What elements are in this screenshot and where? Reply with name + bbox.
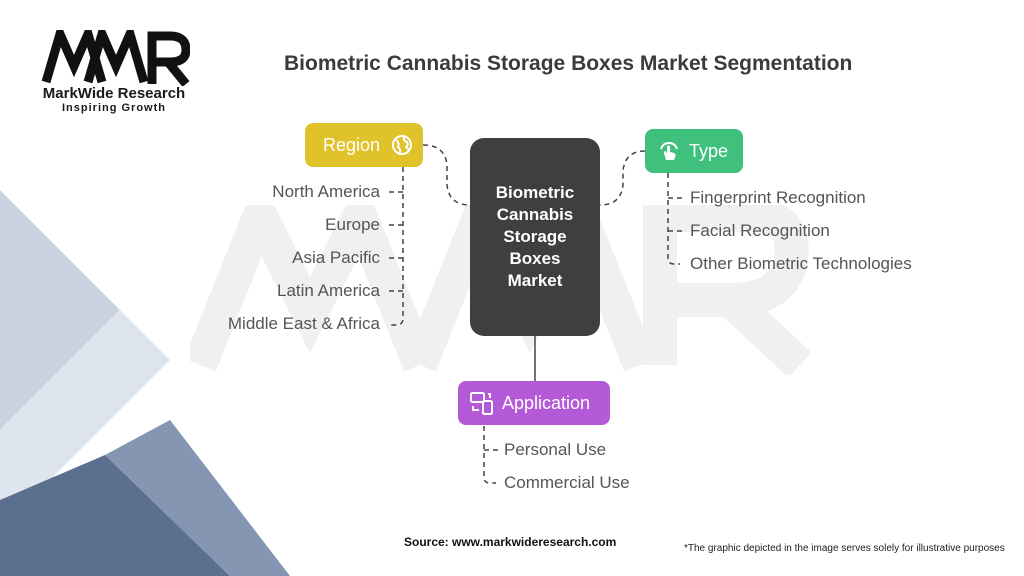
center-line: Storage (503, 227, 567, 246)
page-title: Biometric Cannabis Storage Boxes Market … (284, 52, 853, 75)
segment-label: Type (689, 140, 729, 161)
application-item: Personal Use (504, 440, 607, 459)
brand-name: MarkWide Research (42, 85, 186, 102)
brand-tagline: Inspiring Growth (62, 102, 166, 114)
segment-label: Application (502, 392, 591, 413)
region-item: Asia Pacific (292, 248, 380, 267)
center-line: Market (507, 271, 563, 290)
region-item: Latin America (277, 281, 380, 300)
region-item: North America (272, 182, 380, 201)
brand-logo (40, 20, 191, 91)
devices-icon (468, 389, 496, 417)
center-line: Boxes (509, 249, 561, 268)
disclaimer-note: *The graphic depicted in the image serve… (684, 543, 1005, 554)
source-link[interactable]: Source: www.markwideresearch.com (404, 535, 617, 549)
segment-region: Region (305, 123, 423, 167)
hand-touch-icon (655, 137, 683, 165)
type-item: Facial Recognition (690, 221, 830, 240)
center-node: Biometric Cannabis Storage Boxes Market (470, 138, 600, 336)
type-item: Fingerprint Recognition (690, 188, 866, 207)
globe-icon (388, 131, 416, 159)
region-item: Europe (325, 215, 380, 234)
region-item: Middle East & Africa (227, 314, 380, 333)
segment-type: Type (645, 129, 743, 173)
center-line: Cannabis (496, 205, 574, 224)
segment-application: Application (458, 381, 610, 425)
application-item: Commercial Use (504, 473, 630, 492)
center-line: Biometric (495, 183, 575, 202)
type-item: Other Biometric Technologies (690, 254, 912, 273)
segment-label: Region (323, 134, 381, 155)
